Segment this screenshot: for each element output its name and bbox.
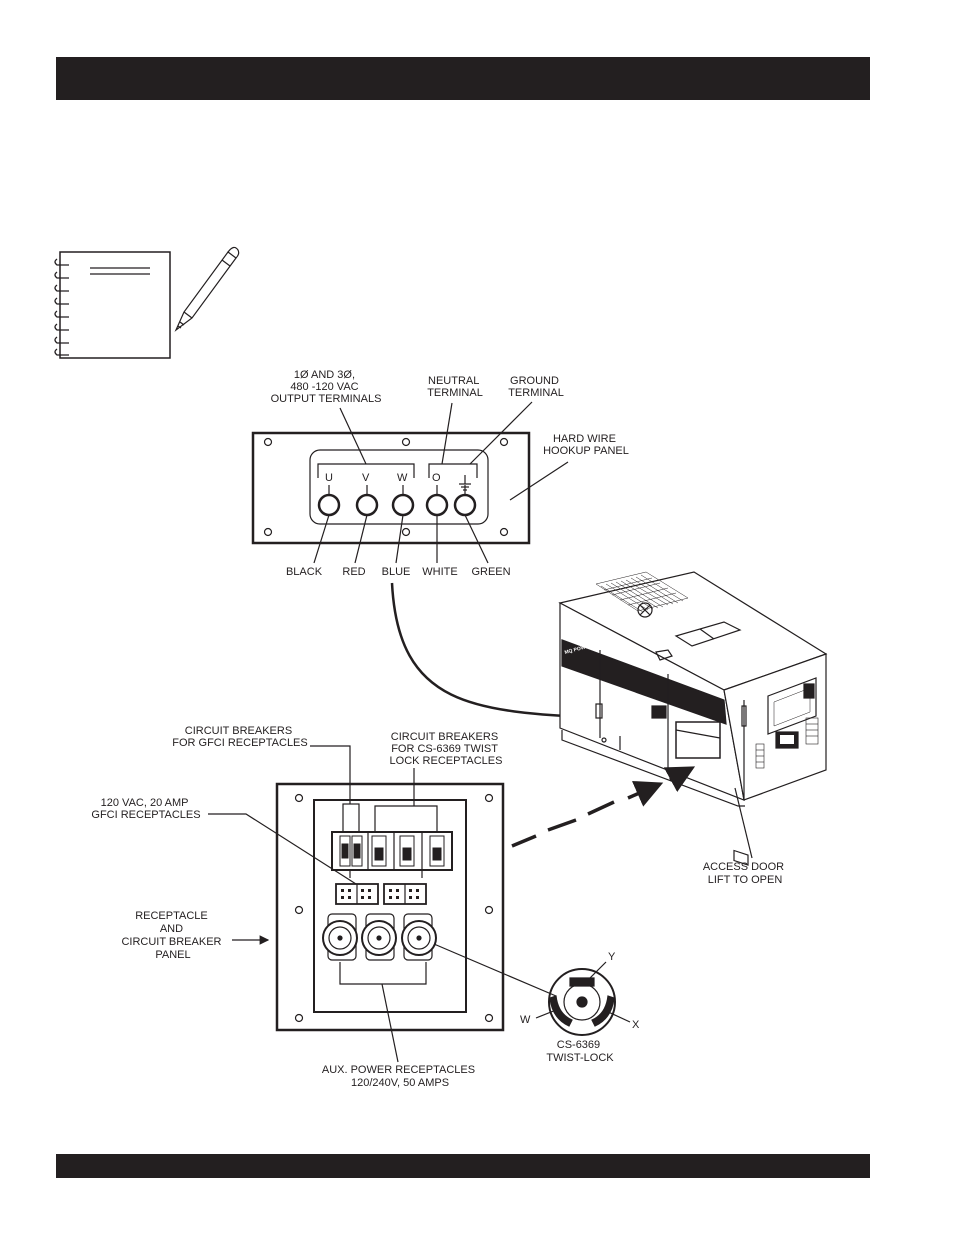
gfci-receptacles-label: 120 VAC, 20 AMP GFCI RECEPTACLES bbox=[91, 797, 200, 821]
cb-twist-lock-label: CIRCUIT BREAKERS FOR CS-6369 TWIST LOCK … bbox=[390, 731, 503, 767]
hookup-panel bbox=[251, 431, 531, 545]
wire-color-black: BLACK bbox=[286, 566, 323, 578]
generator-illustration bbox=[558, 571, 828, 866]
terminal-w bbox=[391, 493, 415, 517]
aux-receptacles-label: AUX. POWER RECEPTACLES 120/240V, 50 AMPS bbox=[322, 1064, 478, 1089]
aux-receptacle-3 bbox=[401, 913, 437, 961]
aux-receptacle-1 bbox=[322, 913, 358, 961]
terminal-ground bbox=[453, 493, 477, 517]
terminal-u bbox=[317, 493, 341, 517]
notebook-icon bbox=[54, 251, 171, 359]
terminal-o bbox=[425, 493, 449, 517]
wire-color-green: GREEN bbox=[471, 566, 510, 578]
pencil-icon bbox=[174, 246, 240, 332]
wire-color-red: RED bbox=[342, 566, 365, 578]
wire-color-blue: BLUE bbox=[382, 566, 411, 578]
access-door-label: ACCESS DOOR LIFT TO OPEN bbox=[703, 861, 787, 886]
wire-color-white: WHITE bbox=[422, 566, 457, 578]
footer-bar bbox=[56, 1154, 870, 1178]
pin-y-label: Y bbox=[608, 951, 616, 963]
terminal-u-letter: U bbox=[325, 472, 333, 484]
header-bar bbox=[56, 57, 870, 100]
pin-x-label: X bbox=[632, 1019, 640, 1031]
terminal-v-letter: V bbox=[362, 472, 370, 484]
pin-w-label: W bbox=[520, 1014, 531, 1026]
twist-lock-plug-icon bbox=[548, 968, 616, 1036]
twist-lock-label: CS-6369 TWIST-LOCK bbox=[546, 1039, 614, 1064]
terminal-v bbox=[355, 493, 379, 517]
receptacle-panel-label: RECEPTACLE AND CIRCUIT BREAKER PANEL bbox=[121, 910, 224, 961]
aux-receptacle-2 bbox=[361, 913, 397, 961]
terminal-w-letter: W bbox=[397, 472, 408, 484]
ground-terminal-label: GROUND TERMINAL bbox=[508, 375, 564, 399]
neutral-terminal-label: NEUTRAL TERMINAL bbox=[427, 375, 483, 399]
cb-gfci-label: CIRCUIT BREAKERS FOR GFCI RECEPTACLES bbox=[172, 725, 307, 749]
receptacle-panel bbox=[275, 782, 505, 1032]
output-terminals-label: 1Ø AND 3Ø, 480 -120 VAC OUTPUT TERMINALS bbox=[271, 369, 382, 405]
terminal-o-letter: O bbox=[432, 472, 441, 484]
hookup-panel-label: HARD WIRE HOOKUP PANEL bbox=[543, 433, 629, 457]
